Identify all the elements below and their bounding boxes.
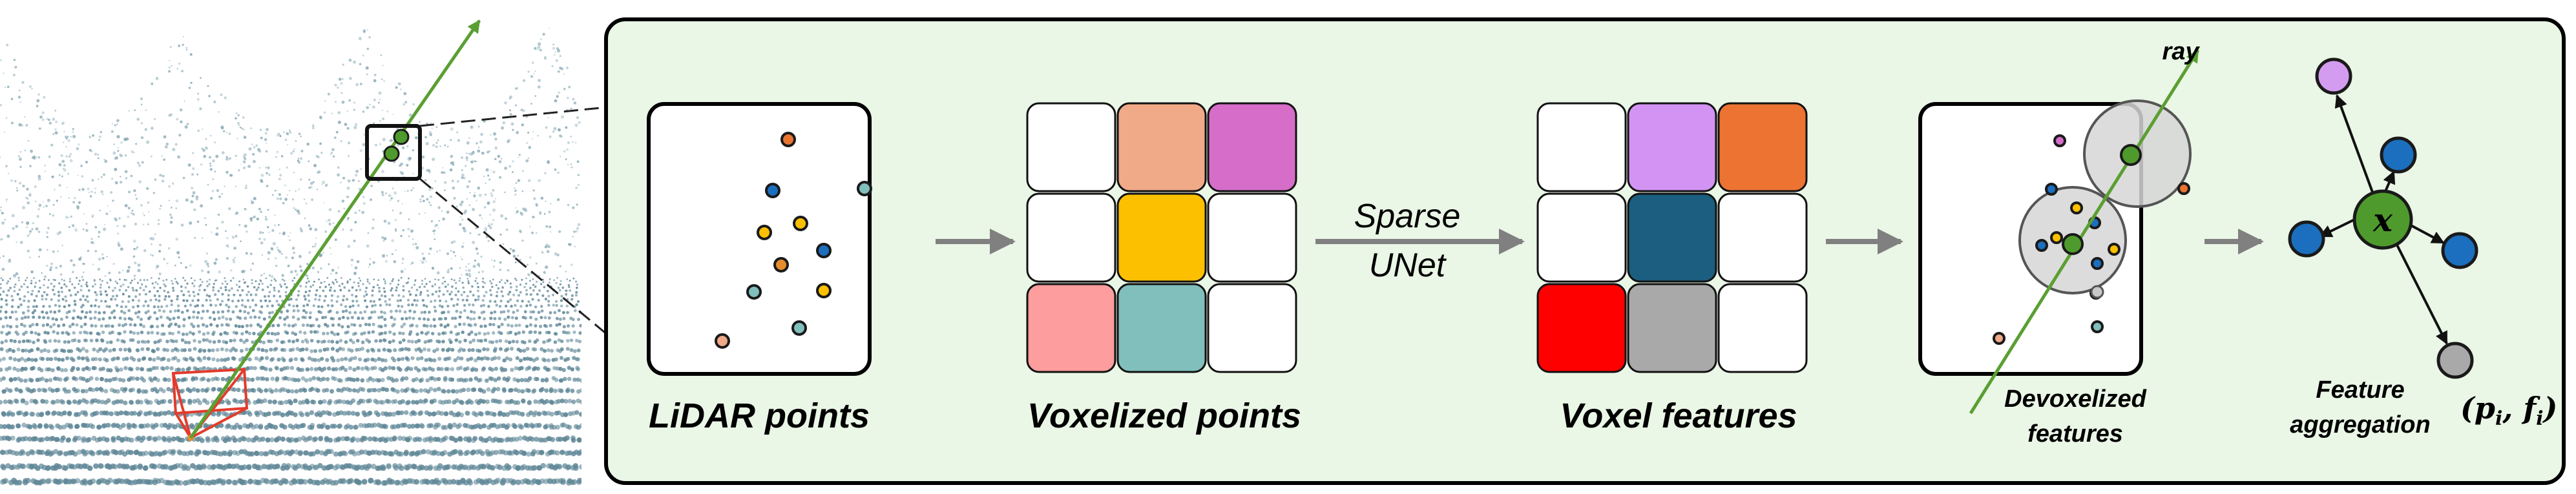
label-lidar-points: LiDAR points [649, 396, 870, 435]
feature-voxel-cell [1628, 284, 1716, 372]
voxel-features-grid [1538, 103, 1806, 372]
feature-voxel-cell [1719, 194, 1806, 282]
label-point-feature-tuple: (pi, fi) [2460, 391, 2557, 430]
lidar-points-box [649, 104, 870, 374]
label-x-symbol: x [2372, 201, 2393, 239]
voxel-cell [1027, 103, 1115, 191]
label-feature: Feature [2316, 376, 2404, 404]
label-ray: ray [2162, 38, 2200, 65]
query-point-2 [2063, 234, 2082, 254]
neighbor-node [2382, 138, 2415, 172]
feature-voxel-cell [1719, 103, 1806, 191]
label-voxel-features: Voxel features [1560, 396, 1797, 435]
neighbor-node [2317, 59, 2351, 93]
voxel-cell [1118, 194, 1206, 282]
neighbor-node [2443, 234, 2477, 267]
neighbor-node [2438, 344, 2472, 377]
neighbor-node [2290, 222, 2323, 256]
feature-voxel-cell [1719, 284, 1806, 372]
feature-voxel-cell [1538, 194, 1626, 282]
feature-voxel-cell [1628, 194, 1716, 282]
label-voxelized-points: Voxelized points [1027, 396, 1301, 435]
voxelized-points-grid [1027, 103, 1296, 372]
voxel-cell [1208, 194, 1296, 282]
voxel-cell [1208, 103, 1296, 191]
label-devoxelized-features: features [2027, 420, 2123, 448]
label-aggregation: aggregation [2290, 411, 2430, 438]
label-devoxelized: Devoxelized [2004, 386, 2146, 413]
label-unet: UNet [1369, 247, 1447, 284]
voxel-cell [1027, 284, 1115, 372]
feature-voxel-cell [1538, 103, 1626, 191]
voxel-cell [1118, 103, 1206, 191]
lidar-scene-image [0, 0, 584, 491]
voxel-cell [1118, 284, 1206, 372]
feature-voxel-cell [1538, 284, 1626, 372]
label-sparse: Sparse [1354, 198, 1461, 235]
voxel-cell [1208, 284, 1296, 372]
query-point-1 [2121, 145, 2141, 165]
feature-voxel-cell [1628, 103, 1716, 191]
voxel-cell [1027, 194, 1115, 282]
